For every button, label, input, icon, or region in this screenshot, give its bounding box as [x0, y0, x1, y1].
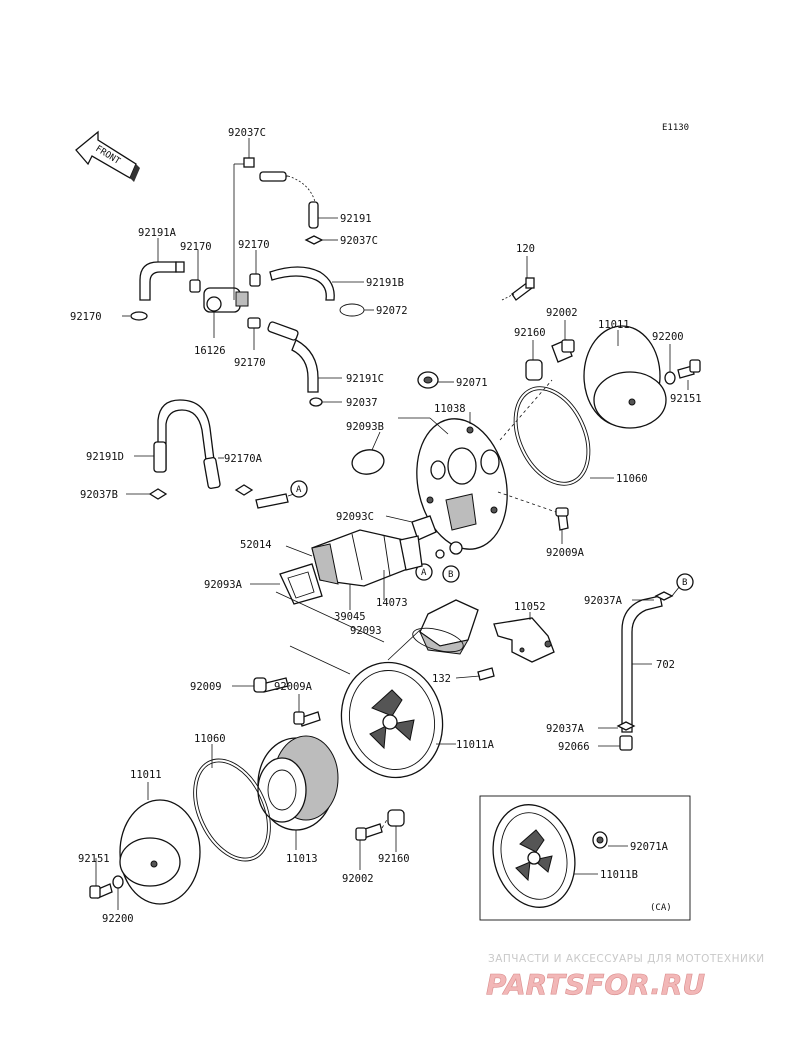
label-92009: 92009	[190, 681, 222, 693]
label-92009a-mid: 92009A	[274, 681, 313, 693]
air-filter-lower-assembly	[89, 661, 456, 910]
inset-label: (CA)	[650, 903, 672, 913]
label-11011-top: 11011	[598, 319, 630, 331]
label-92191: 92191	[340, 213, 372, 225]
label-92151-top: 92151	[670, 393, 702, 405]
label-92170a: 92170A	[224, 453, 263, 465]
label-92160-top: 92160	[514, 327, 546, 339]
label-39045: 39045	[334, 611, 366, 623]
label-92170-b: 92170	[238, 239, 270, 251]
label-92151-bot: 92151	[78, 853, 110, 865]
label-92191c: 92191C	[346, 373, 384, 385]
part-labels: 92037C 92191 92037C 92191A 92170 92170 9…	[70, 127, 702, 925]
diagram-code: E1130	[662, 123, 689, 133]
label-92200-top: 92200	[652, 331, 684, 343]
label-92191a: 92191A	[138, 227, 177, 239]
label-11052: 11052	[514, 601, 546, 613]
label-92037c-top: 92037C	[228, 127, 266, 139]
label-52014: 52014	[240, 539, 272, 551]
ref-b-mid: B	[442, 565, 460, 583]
label-92037: 92037	[346, 397, 378, 409]
label-92093: 92093	[350, 625, 382, 637]
watermark: ЗАПЧАСТИ И АКСЕССУАРЫ ДЛЯ МОТОТЕХНИКИ PA…	[486, 953, 765, 1001]
ref-a-mid: A	[415, 563, 433, 581]
label-11011-bot: 11011	[130, 769, 162, 781]
ref-b-mid-label: B	[448, 570, 453, 580]
label-11011b: 11011B	[600, 869, 638, 881]
ref-a-left-label: A	[296, 485, 302, 495]
label-92170-a: 92170	[180, 241, 212, 253]
label-92037a-bot: 92037A	[546, 723, 585, 735]
label-92002-top: 92002	[546, 307, 578, 319]
label-92072: 92072	[376, 305, 408, 317]
label-16126: 16126	[194, 345, 226, 357]
vent-hose-assembly	[598, 585, 681, 751]
label-92066: 92066	[558, 741, 590, 753]
label-92002-bot: 92002	[342, 873, 374, 885]
label-92093b: 92093B	[346, 421, 384, 433]
label-92170-c: 92170	[70, 311, 102, 323]
label-92191d: 92191D	[86, 451, 124, 463]
label-132: 132	[432, 673, 451, 685]
ref-b-right: B	[676, 573, 694, 591]
label-92160-bot: 92160	[378, 853, 410, 865]
front-arrow-icon: FRONT	[75, 130, 140, 182]
label-11013: 11013	[286, 853, 318, 865]
label-14073: 14073	[376, 597, 408, 609]
clip-92037c-top	[243, 157, 255, 168]
label-92009a-top: 92009A	[546, 547, 585, 559]
label-120: 120	[516, 243, 535, 255]
inset-ca-variant: (CA)	[479, 795, 691, 921]
watermark-logo: PARTSFOR.RU	[486, 968, 705, 1001]
label-92037c-mid: 92037C	[340, 235, 378, 247]
label-92093c: 92093C	[336, 511, 374, 523]
label-92071: 92071	[456, 377, 488, 389]
watermark-tagline: ЗАПЧАСТИ И АКСЕССУАРЫ ДЛЯ МОТОТЕХНИКИ	[488, 953, 765, 965]
label-92191b: 92191B	[366, 277, 404, 289]
intake-duct-assembly	[250, 529, 555, 681]
label-92093a: 92093A	[204, 579, 243, 591]
label-92071a: 92071A	[630, 841, 669, 853]
ref-a-left: A	[290, 480, 308, 498]
label-92170-d: 92170	[234, 357, 266, 369]
label-92200-bot: 92200	[102, 913, 134, 925]
drain-hose-assembly	[126, 399, 295, 509]
label-11060-top: 11060	[616, 473, 648, 485]
label-92037a-top: 92037A	[584, 595, 623, 607]
air-cleaner-backplate-assembly	[351, 256, 701, 559]
ref-a-mid-label: A	[421, 568, 427, 578]
label-702: 702	[656, 659, 675, 671]
label-11060-bot: 11060	[194, 733, 226, 745]
label-11038: 11038	[434, 403, 466, 415]
breather-hose-assembly	[122, 138, 374, 407]
label-92037b: 92037B	[80, 489, 118, 501]
label-11011a: 11011A	[456, 739, 495, 751]
ref-b-right-label: B	[682, 578, 687, 588]
